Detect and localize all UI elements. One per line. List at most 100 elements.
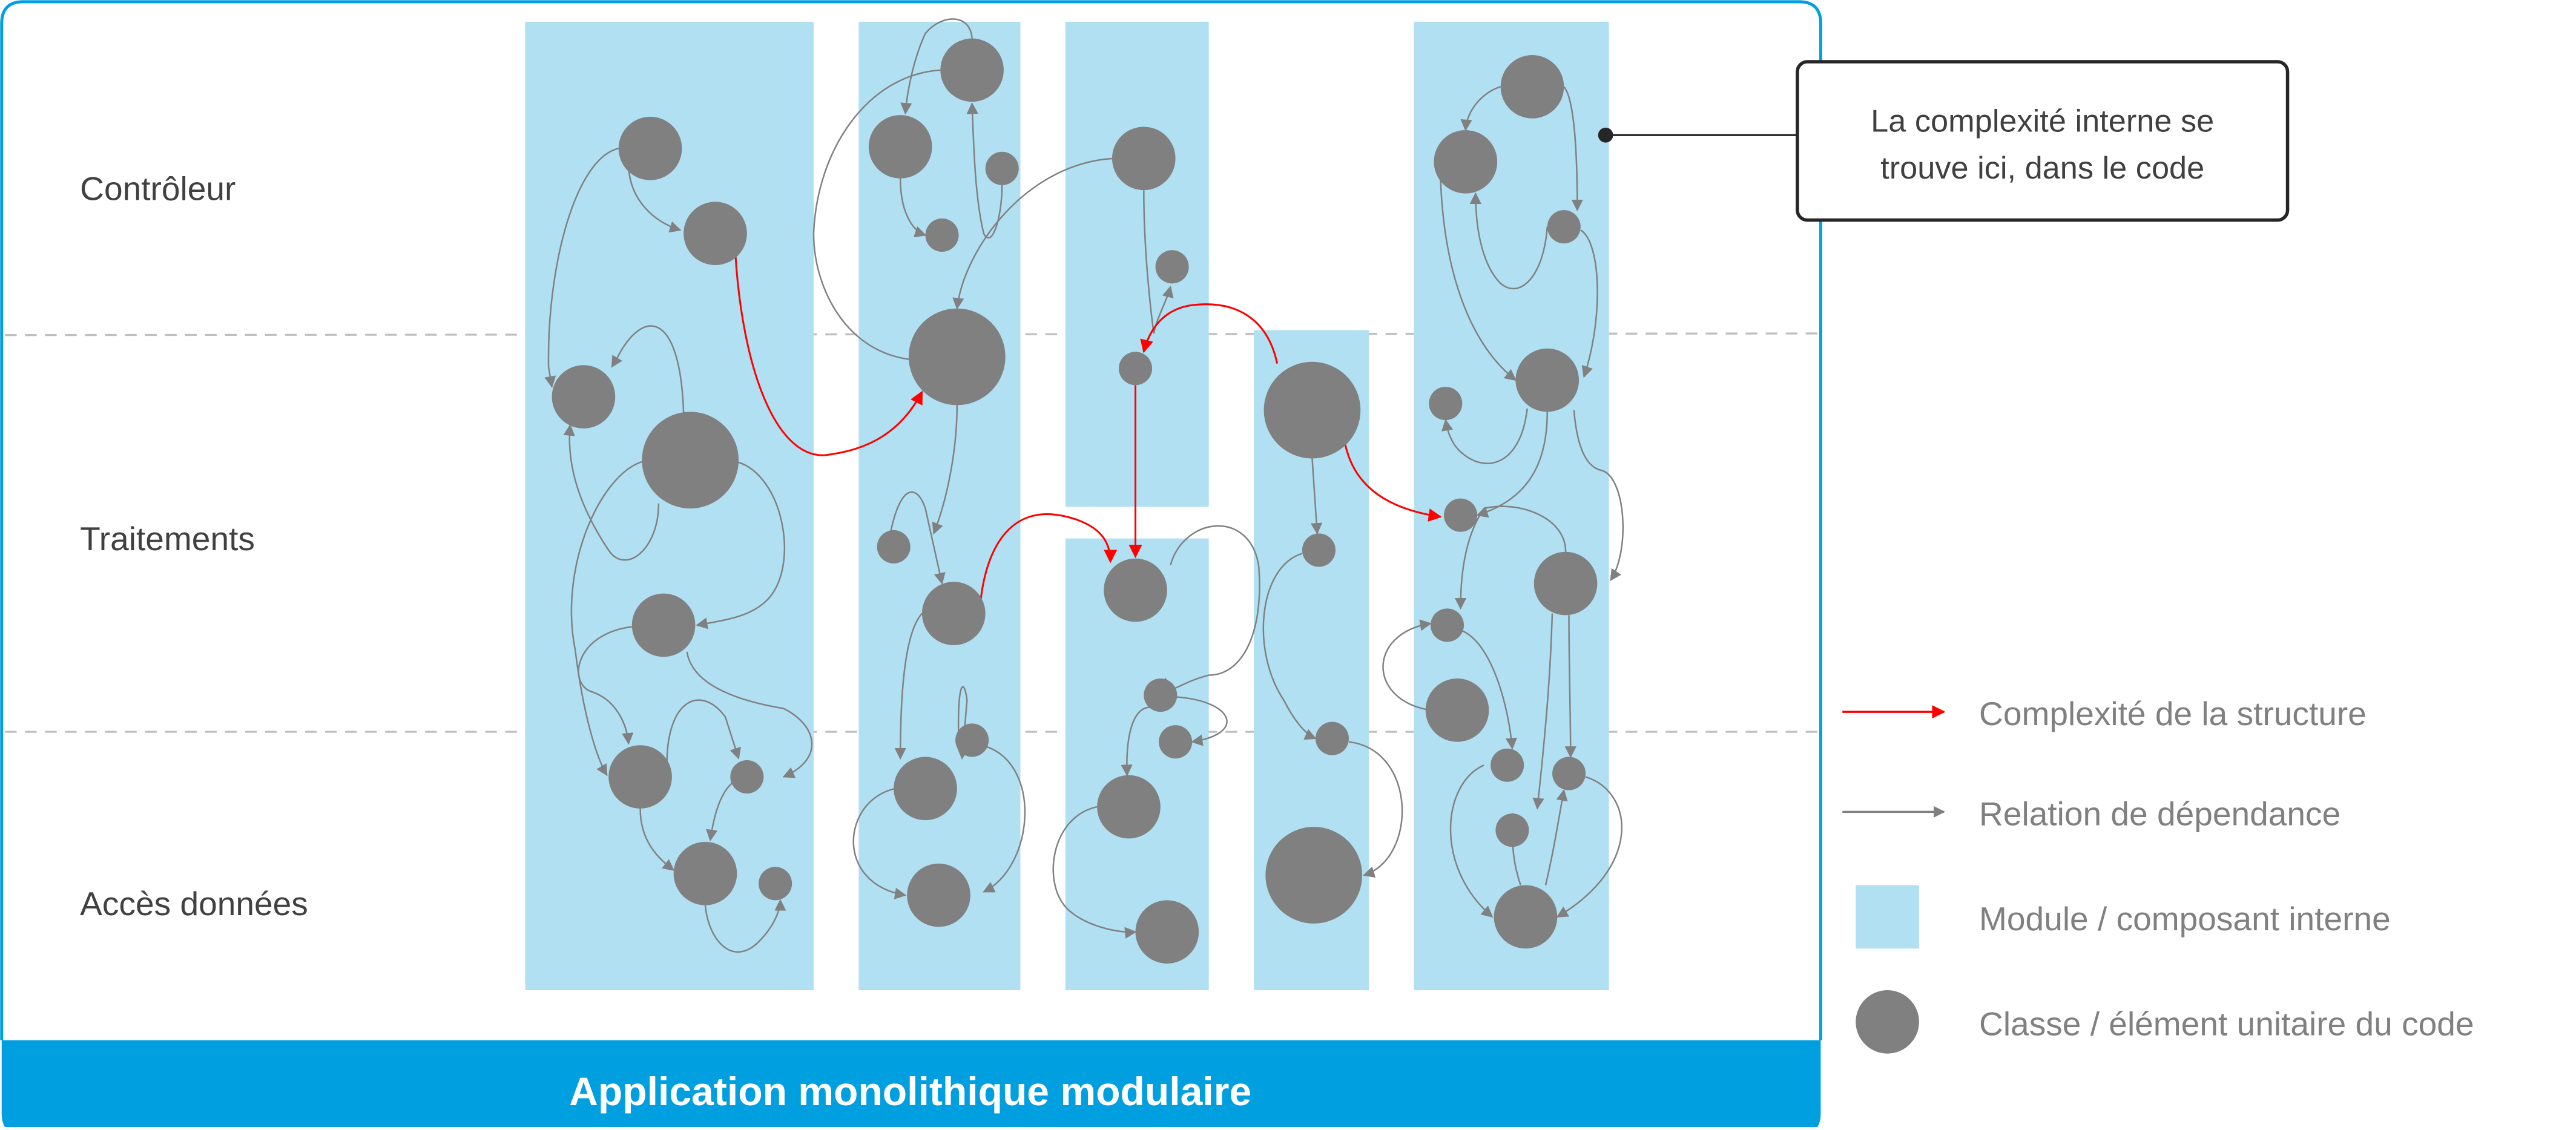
class-node — [1159, 725, 1193, 759]
dependency-edge — [570, 461, 642, 777]
dependency-edge — [957, 686, 969, 760]
class-node — [1155, 250, 1189, 284]
dependency-edge — [1160, 525, 1260, 690]
class-node — [618, 116, 682, 180]
dependency-edge — [952, 157, 1114, 310]
dependency-edge — [1563, 86, 1583, 212]
legend-item-class: Classe / élément unitaire du code — [1856, 990, 2474, 1054]
class-node — [1118, 352, 1153, 386]
application-frame — [0, 0, 1822, 1040]
class-node — [921, 582, 986, 645]
dependency-edge — [894, 613, 923, 760]
class-node — [1429, 387, 1463, 421]
class-node — [608, 745, 672, 809]
dependency-edge — [1556, 776, 1622, 918]
dependency-edge — [1469, 192, 1548, 290]
dependency-edge — [899, 178, 927, 238]
module-swatch-icon — [1856, 885, 1919, 949]
dependency-edge — [900, 18, 973, 115]
dependency-edge — [1449, 764, 1494, 918]
class-node — [1302, 533, 1336, 567]
class-node — [1434, 130, 1498, 194]
dependency-edge — [696, 461, 785, 629]
dependency-edge — [578, 626, 634, 745]
dependency-edge — [639, 808, 675, 871]
class-node — [684, 202, 747, 266]
class-node — [1547, 210, 1581, 244]
dependency-edge — [1052, 806, 1137, 939]
class-node — [877, 530, 911, 563]
dependency-edge — [706, 781, 734, 842]
class-node — [1265, 827, 1363, 924]
dependency-edge — [1544, 789, 1568, 885]
legend-item-module: Module / composant interne — [1856, 885, 2391, 949]
class-node — [1097, 775, 1161, 839]
dependency-edge — [1460, 629, 1518, 750]
class-node — [759, 867, 792, 901]
dependency-edge — [1580, 229, 1598, 378]
class-node — [985, 151, 1019, 185]
class-node — [1425, 678, 1489, 742]
dependency-edge — [889, 491, 946, 585]
class-node — [631, 593, 696, 657]
dependency-edge — [983, 746, 1026, 893]
dependency-edge — [563, 424, 660, 561]
callout-text-line2: trouve ici, dans le code — [1880, 151, 2204, 186]
dependency-edge — [1564, 615, 1576, 758]
class-node — [907, 863, 970, 927]
class-circle-icon — [1856, 990, 1919, 1054]
class-node — [1444, 498, 1478, 532]
dependency-edge — [1440, 180, 1517, 381]
callout-anchor-dot — [1598, 127, 1613, 143]
class-node — [955, 723, 989, 757]
class-node — [1533, 551, 1598, 616]
dependency-edge — [1173, 696, 1228, 746]
dependency-edge — [666, 699, 741, 764]
dependency-edge — [686, 651, 813, 778]
dependency-edge — [1143, 190, 1174, 334]
class-node — [894, 757, 957, 821]
class-node — [1495, 813, 1529, 847]
dependency-edge — [1454, 505, 1567, 610]
legend: Complexité de la structure Relation de d… — [1842, 695, 2474, 1054]
class-node — [1430, 608, 1464, 642]
dependency-edge — [1262, 553, 1317, 740]
dependency-edge — [1476, 412, 1548, 518]
class-node — [1500, 55, 1564, 119]
dependency-edge — [932, 405, 958, 535]
class-node — [1104, 558, 1167, 622]
nodes-layer — [552, 38, 1598, 964]
module-block — [858, 21, 1021, 991]
class-node — [552, 365, 616, 429]
class-node — [1494, 885, 1558, 949]
class-node — [642, 412, 739, 509]
legend-label: Classe / élément unitaire du code — [1979, 1005, 2474, 1042]
class-node — [1491, 748, 1524, 782]
layer-label-controller: Contrôleur — [80, 170, 236, 208]
class-node — [1515, 348, 1580, 412]
class-node — [1112, 126, 1176, 191]
class-node — [868, 115, 932, 179]
complexity-edge — [1140, 303, 1279, 364]
complexity-edge — [979, 513, 1118, 604]
dependency-edge — [1532, 613, 1553, 810]
class-node — [908, 308, 1006, 406]
dependency-edge — [1382, 619, 1432, 711]
complexity-edge — [734, 251, 923, 456]
dependency-edge — [704, 899, 786, 953]
class-node — [1552, 757, 1586, 790]
callout-text-line1: La complexité interne se — [1871, 104, 2214, 139]
dependency-edge — [1441, 408, 1528, 464]
layer-label-data-access: Accès données — [80, 885, 308, 922]
dependency-edge — [966, 102, 1003, 239]
dependency-edge — [1573, 410, 1624, 582]
dependency-edge — [1310, 458, 1323, 535]
application-title-bar — [1, 1040, 1821, 1130]
dependency-edge — [852, 787, 907, 899]
dependency-edge — [1460, 86, 1501, 131]
legend-label: Module / composant interne — [1979, 900, 2391, 938]
legend-label: Relation de dépendance — [1979, 795, 2340, 832]
class-node — [925, 218, 959, 252]
